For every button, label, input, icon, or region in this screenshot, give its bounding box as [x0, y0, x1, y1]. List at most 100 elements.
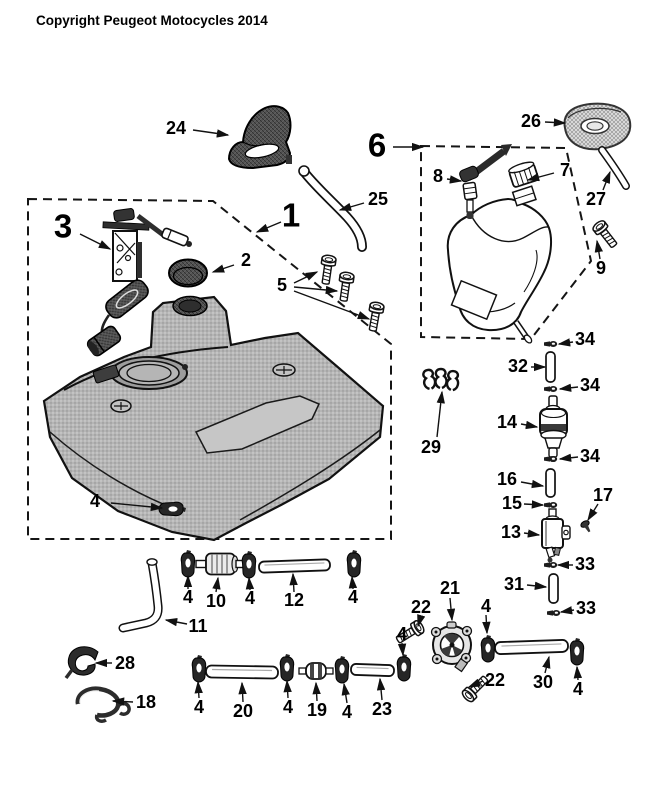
callout-arrow-5 — [293, 290, 371, 320]
callout-arrow-4 — [397, 642, 407, 657]
callout-arrow-19 — [312, 681, 321, 702]
callout-21: 21 — [439, 578, 461, 598]
callout-3: 3 — [53, 207, 73, 245]
callout-4: 4 — [347, 587, 359, 607]
callout-6: 6 — [367, 126, 387, 164]
callout-4: 4 — [341, 702, 353, 722]
oil-tank — [446, 161, 553, 344]
inline-filter-10 — [195, 552, 250, 576]
bracket-24 — [227, 105, 292, 170]
callout-arrow-1 — [255, 221, 282, 233]
callout-arrow-4 — [245, 576, 255, 591]
tank-screw-boss — [272, 363, 296, 377]
callout-2: 2 — [240, 250, 252, 270]
hose-31 — [548, 573, 559, 604]
callout-22: 22 — [484, 670, 506, 690]
callout-arrow-4 — [341, 682, 350, 704]
tank-screw-boss — [110, 399, 132, 413]
callout-4: 4 — [572, 679, 584, 699]
callout-17: 17 — [592, 485, 614, 505]
callout-7: 7 — [559, 160, 571, 180]
callout-26: 26 — [520, 111, 542, 131]
oil-filler-cap-7 — [508, 161, 539, 188]
callout-8: 8 — [432, 166, 444, 186]
callout-arrow-34 — [558, 383, 579, 392]
callout-arrow-9 — [594, 239, 603, 260]
callout-5: 5 — [276, 275, 288, 295]
callout-arrow-26 — [544, 118, 567, 127]
callout-28: 28 — [114, 653, 136, 673]
callout-10: 10 — [205, 591, 227, 611]
callout-arrow-3 — [79, 233, 112, 250]
tank-bracket-tab — [92, 364, 120, 384]
callout-arrow-16 — [520, 479, 545, 489]
dashed-box-group-6 — [420, 144, 593, 341]
callout-16: 16 — [496, 469, 518, 489]
callout-4: 4 — [480, 596, 492, 616]
callout-arrow-20 — [238, 681, 247, 703]
callout-1: 1 — [281, 196, 301, 234]
callout-arrow-4 — [348, 575, 358, 590]
callout-20: 20 — [232, 701, 254, 721]
sender-float — [105, 279, 149, 319]
callout-arrow-24 — [192, 129, 230, 138]
callout-arrow-5 — [293, 285, 339, 295]
callout-23: 23 — [371, 699, 393, 719]
hose-12 — [258, 558, 331, 574]
callout-arrow-14 — [520, 420, 539, 430]
callout-arrow-31 — [526, 581, 548, 591]
screw-17 — [580, 520, 591, 533]
hose-27 — [598, 146, 630, 190]
callout-24: 24 — [165, 118, 187, 138]
callout-arrow-29 — [436, 390, 445, 438]
callout-4: 4 — [244, 588, 256, 608]
fuel-tank — [42, 295, 385, 542]
oil-level-sensor-8 — [459, 144, 512, 219]
sender-connector — [86, 325, 122, 357]
callout-32: 32 — [507, 356, 529, 376]
callout-arrow-4 — [110, 502, 164, 512]
callout-4: 4 — [89, 491, 101, 511]
callout-30: 30 — [532, 672, 554, 692]
hose-25 — [298, 165, 367, 252]
callout-arrow-22 — [467, 678, 484, 688]
callout-15: 15 — [501, 493, 523, 513]
filler-cap-2 — [168, 258, 208, 288]
callout-arrow-25 — [338, 202, 365, 211]
callout-12: 12 — [283, 590, 305, 610]
callout-22: 22 — [410, 597, 432, 617]
callout-34: 34 — [574, 329, 596, 349]
callout-arrow-27 — [602, 170, 611, 191]
callout-31: 31 — [503, 574, 525, 594]
callout-34: 34 — [579, 375, 601, 395]
callout-arrow-22 — [417, 614, 426, 628]
callout-arrow-21 — [446, 597, 456, 622]
callout-19: 19 — [306, 700, 328, 720]
tank-mounting-ring — [108, 356, 188, 390]
callout-arrow-4 — [283, 679, 292, 699]
one-way-valve-19 — [298, 662, 334, 680]
callout-arrow-10 — [212, 576, 221, 593]
callout-14: 14 — [496, 412, 518, 432]
fuel-pump-21 — [430, 621, 473, 673]
callout-arrow-34 — [558, 453, 579, 462]
bent-hose-11 — [118, 558, 163, 633]
valve-13 — [541, 508, 571, 563]
callout-33: 33 — [575, 598, 597, 618]
copyright-text: Copyright Peugeot Motocycles 2014 — [36, 13, 268, 28]
callout-9: 9 — [595, 258, 607, 278]
callout-33: 33 — [574, 554, 596, 574]
callout-arrow-12 — [289, 572, 298, 593]
callout-25: 25 — [367, 189, 389, 209]
callout-arrow-34 — [557, 338, 574, 347]
callout-arrow-30 — [542, 655, 551, 674]
hose-23 — [350, 663, 395, 677]
callout-4: 4 — [193, 697, 205, 717]
clip-28 — [64, 646, 99, 680]
callout-34: 34 — [579, 446, 601, 466]
callout-4: 4 — [182, 587, 194, 607]
fuel-level-sender-3 — [86, 208, 192, 357]
callout-arrow-11 — [164, 617, 188, 627]
